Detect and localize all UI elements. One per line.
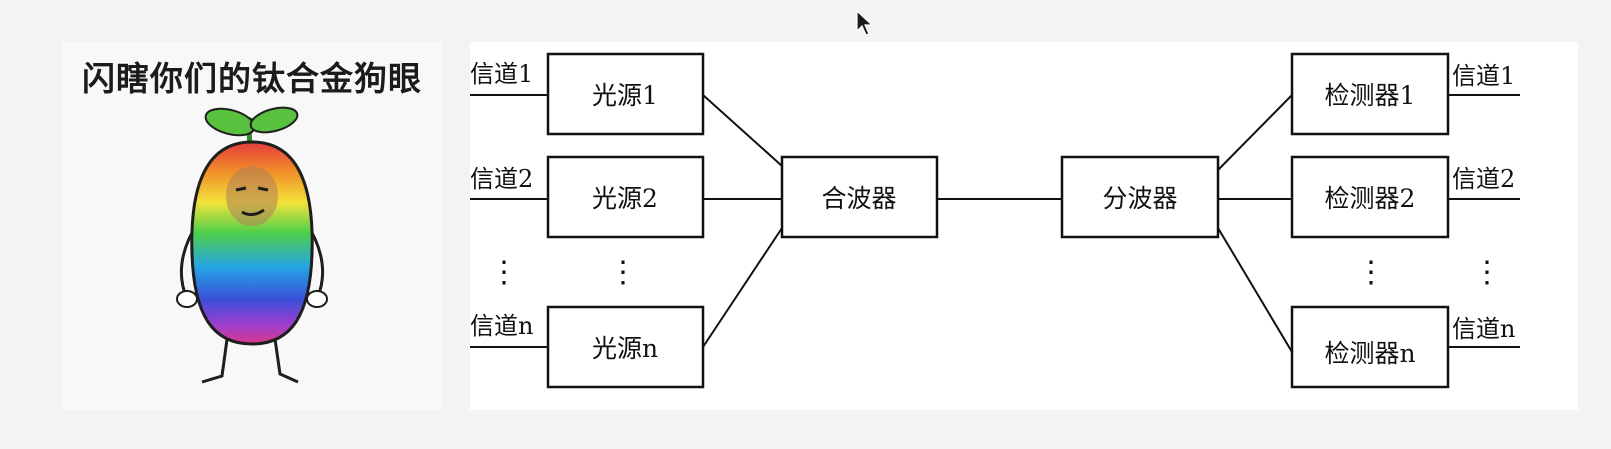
- input-channel-n-label: 信道n: [470, 312, 533, 340]
- light-source-1: 光源1: [546, 52, 705, 136]
- input-channel-1-label: 信道1: [470, 60, 533, 88]
- ellipsis-sources: ⋮: [608, 255, 638, 290]
- light-source-2: 光源2: [546, 155, 705, 239]
- rainbow-bean-character-icon: [176, 106, 328, 384]
- detector-n: 检测器n: [1290, 305, 1450, 389]
- mouse-pointer-icon: [856, 10, 874, 36]
- detector-2-label: 检测器2: [1325, 184, 1416, 213]
- ellipsis-detectors: ⋮: [1356, 255, 1386, 290]
- detector-n-label: 检测器n: [1324, 339, 1415, 368]
- output-channel-n-label: 信道n: [1452, 315, 1515, 343]
- combiner-box: 合波器: [780, 155, 939, 239]
- light-source-n-label: 光源n: [592, 334, 658, 363]
- detector-2: 检测器2: [1290, 155, 1450, 239]
- light-source-1-label: 光源1: [592, 81, 658, 110]
- splitter-label: 分波器: [1102, 184, 1177, 213]
- output-channel-1-label: 信道1: [1452, 62, 1515, 90]
- detector-1-label: 检测器1: [1325, 81, 1416, 110]
- wdm-diagram-canvas: 光源1 光源2 光源n 合波器 分波器 检测器1 检测器2: [470, 52, 1520, 389]
- connection-lines: [470, 94, 1520, 353]
- splitter-box: 分波器: [1060, 155, 1220, 239]
- meme-caption: 闪瞎你们的钛合金狗眼: [82, 59, 422, 98]
- light-source-2-label: 光源2: [592, 184, 658, 213]
- meme-panel: 闪瞎你们的钛合金狗眼: [62, 42, 442, 410]
- combiner-label: 合波器: [821, 184, 896, 213]
- output-channel-2-label: 信道2: [1452, 165, 1515, 193]
- detector-1: 检测器1: [1290, 52, 1450, 136]
- input-channel-2-label: 信道2: [470, 165, 533, 193]
- ellipsis-output-channels: ⋮: [1472, 255, 1502, 290]
- ellipsis-input-channels: ⋮: [489, 255, 519, 290]
- wdm-diagram: 光源1 光源2 光源n 合波器 分波器 检测器1 检测器2: [470, 42, 1578, 410]
- light-source-n: 光源n: [546, 305, 705, 389]
